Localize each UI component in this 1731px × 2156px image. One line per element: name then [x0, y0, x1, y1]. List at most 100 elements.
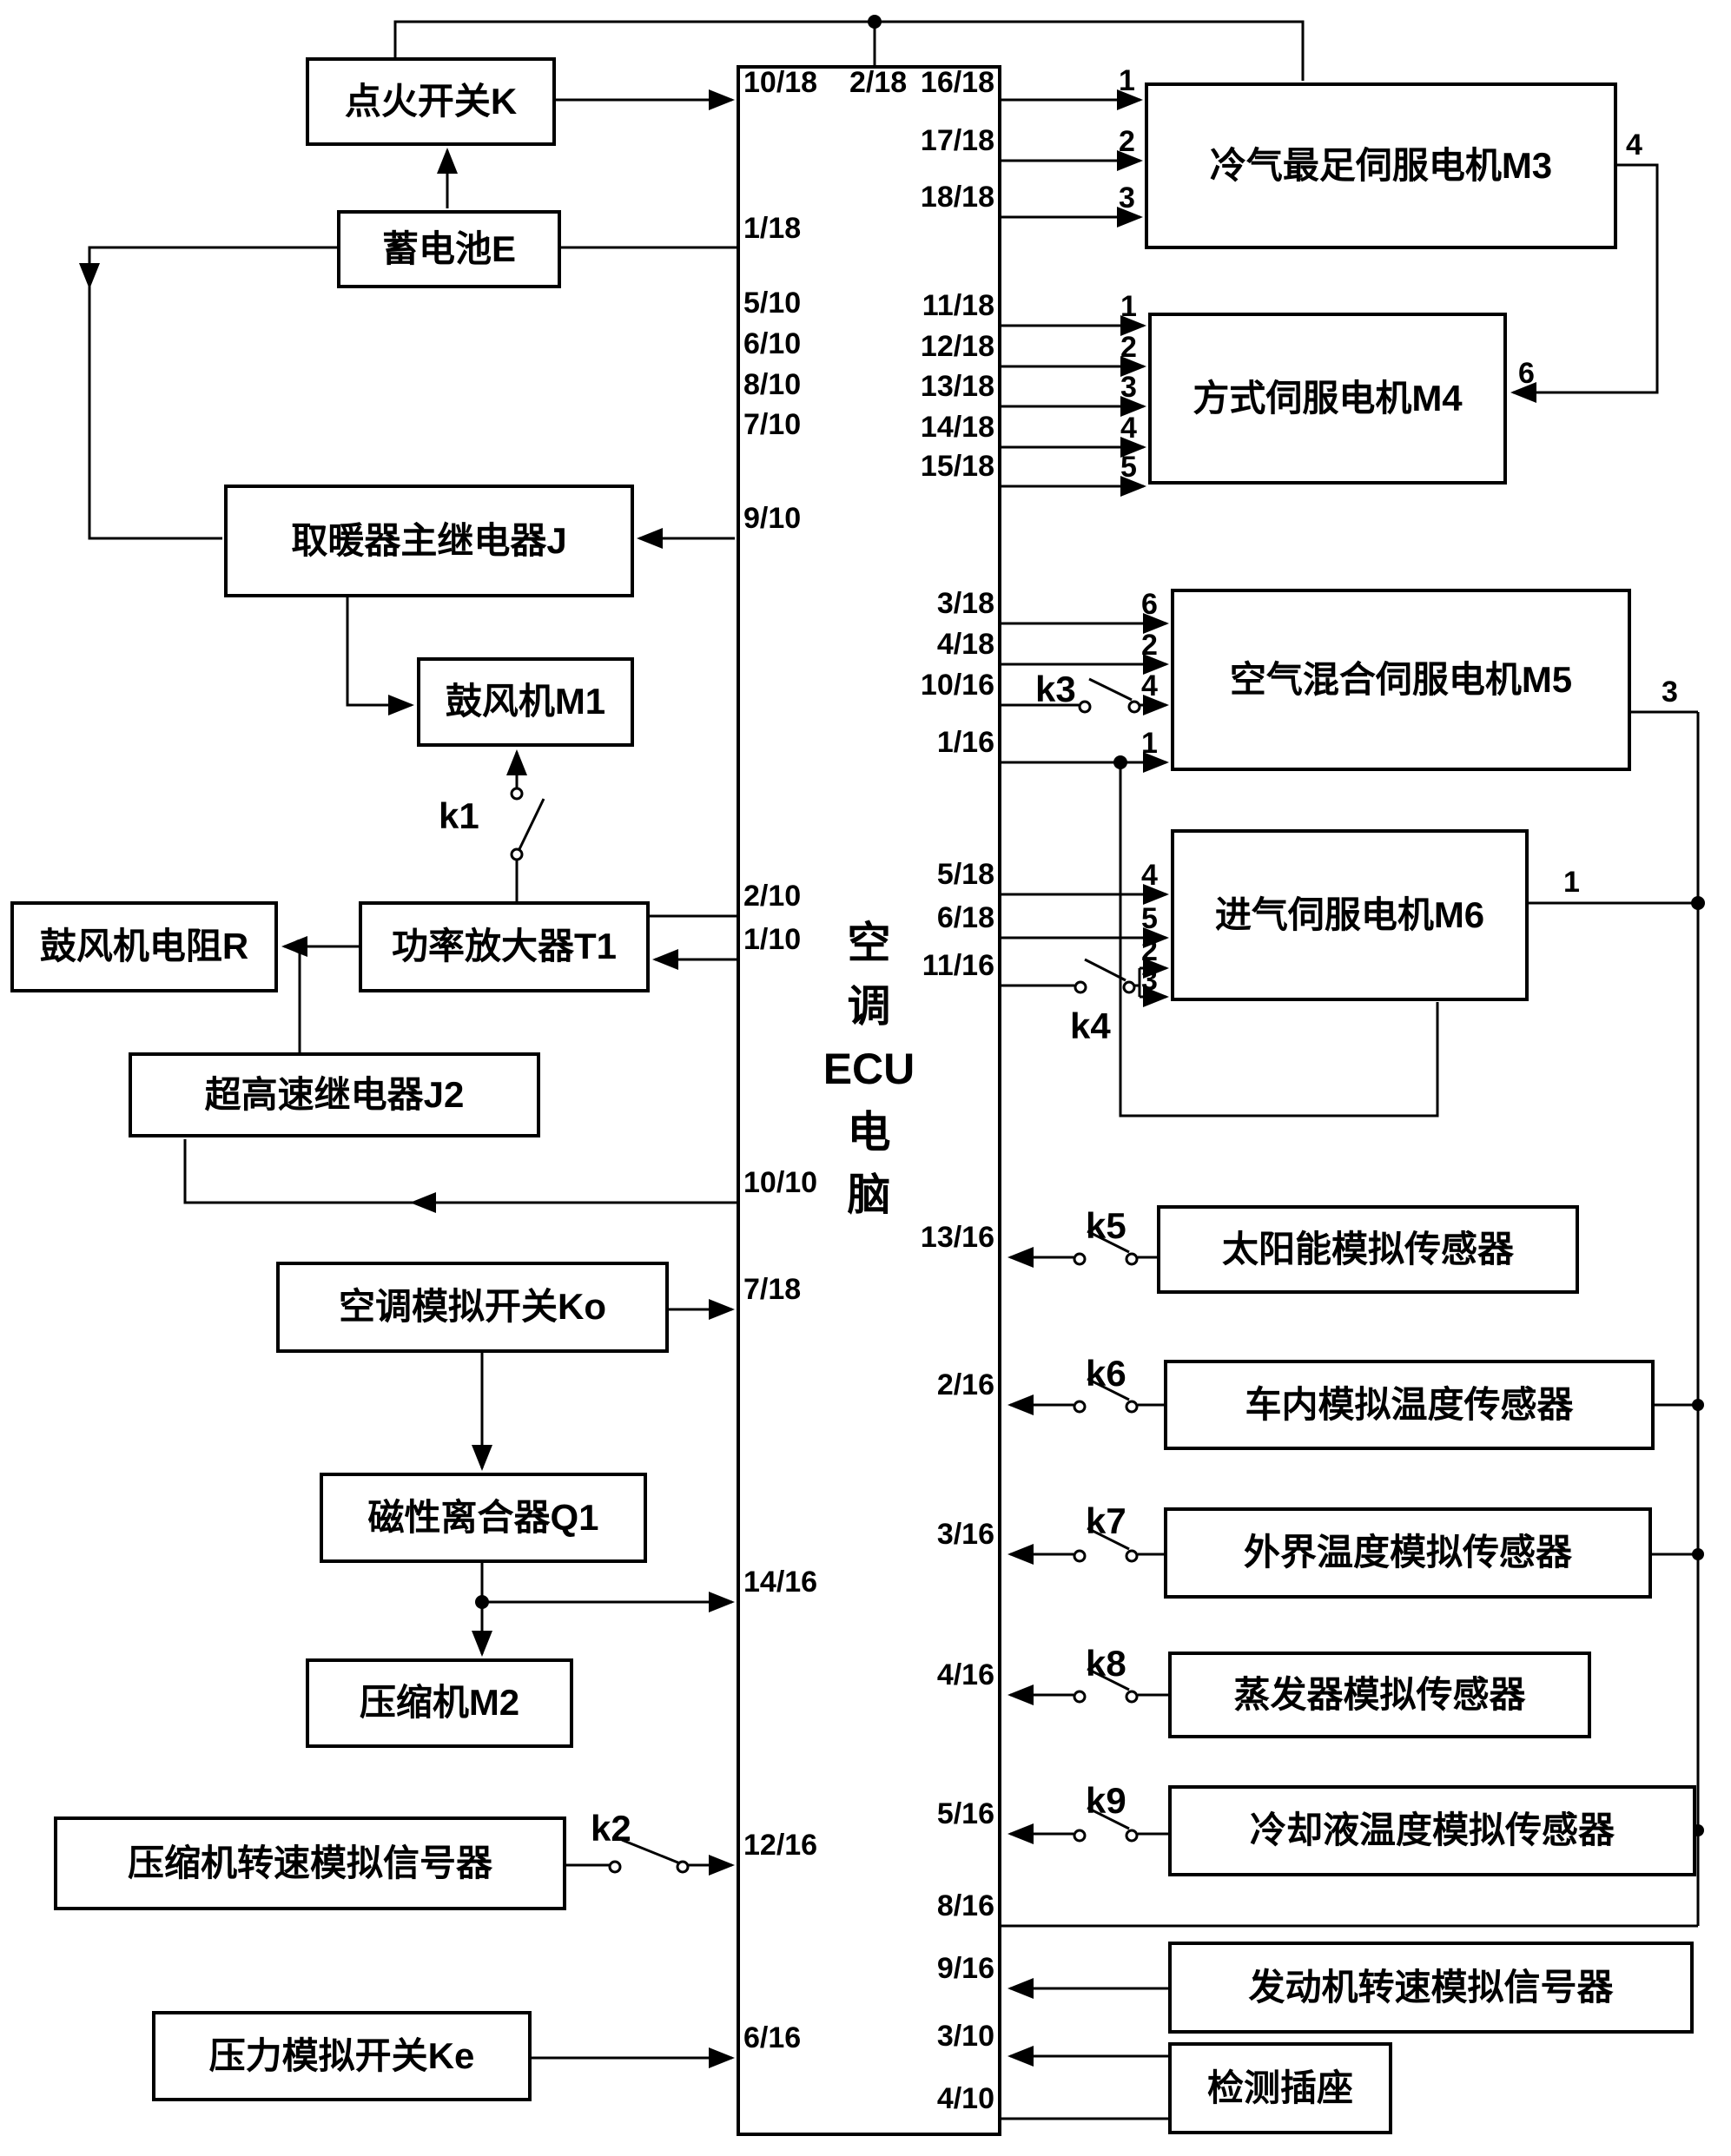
- ecu-pin-3-16: 3/16: [936, 1518, 994, 1551]
- wire-label-m5-2: 2: [1141, 629, 1158, 662]
- k1-label: k1: [439, 795, 479, 836]
- ecu-pin-9-10: 9/10: [743, 502, 802, 535]
- wire-label-m6-1: 1: [1563, 866, 1580, 899]
- wire-label-m6-5: 5: [1141, 902, 1158, 935]
- coolant-temp-sensor-box: 冷却液温度模拟传感器: [1168, 1785, 1696, 1876]
- k5-label: k5: [1086, 1205, 1126, 1246]
- ecu-pin-1-18: 1/18: [743, 212, 802, 245]
- ecu-pin-9-16: 9/16: [936, 1952, 994, 1985]
- k3-contact: [1078, 700, 1092, 714]
- k2-label: k2: [591, 1808, 631, 1849]
- k4-contact: [1074, 980, 1087, 994]
- ac-sim-switch-ko-box: 空调模拟开关Ko: [276, 1262, 669, 1353]
- ecu-pin-16-18: 16/18: [920, 66, 994, 99]
- k5-contact: [1125, 1252, 1139, 1266]
- wire-label-m5-6: 6: [1141, 588, 1158, 621]
- m3-4-to-m4-6: [1510, 163, 1659, 403]
- interior-temp-sensor-box: 车内模拟温度传感器: [1164, 1360, 1655, 1450]
- ecu-pin-1-10: 1/10: [743, 923, 802, 956]
- pressure-sim-switch-ke-box: 压力模拟开关Ke: [152, 2011, 532, 2101]
- ecu-pin-1-16: 1/16: [936, 726, 994, 759]
- servo-m3-box: 冷气最足伺服电机M3: [1145, 82, 1617, 249]
- ecu-pin-5-16: 5/16: [936, 1797, 994, 1830]
- ecu-pin-7-10: 7/10: [743, 408, 802, 441]
- k6-contact: [1073, 1400, 1087, 1414]
- k2-contact: [608, 1860, 622, 1874]
- k3-label: k3: [1035, 669, 1076, 709]
- top-power-rail: [393, 20, 1305, 81]
- solar-sensor-box: 太阳能模拟传感器: [1157, 1205, 1579, 1294]
- wires-group: [79, 20, 1700, 2120]
- ecu-pin-10-16: 10/16: [920, 669, 994, 702]
- wire-label-m3-3: 3: [1119, 181, 1135, 214]
- ecu-pin-6-16: 6/16: [743, 2021, 802, 2054]
- wire-label-m4-5: 5: [1120, 451, 1137, 484]
- wire-label-m3-4: 4: [1626, 129, 1642, 162]
- k2-contact: [676, 1860, 690, 1874]
- blower-m1-box: 鼓风机M1: [417, 657, 634, 747]
- k9-contact: [1125, 1829, 1139, 1843]
- heater-main-relay-box: 取暖器主继电器J: [224, 485, 634, 597]
- ecu-pin-18-18: 18/18: [920, 181, 994, 214]
- k1-contact: [510, 787, 524, 801]
- ecu-pin-5-18: 5/18: [936, 858, 994, 891]
- blower-resistor-box: 鼓风机电阻R: [10, 901, 278, 992]
- ecu-pin-5-10: 5/10: [743, 287, 802, 320]
- ecu-pin-3-10: 3/10: [936, 2020, 994, 2053]
- ecu-pin-14-18: 14/18: [920, 411, 994, 444]
- ecu-pin-13-18: 13/18: [920, 370, 994, 403]
- wire-label-m4-2: 2: [1120, 331, 1137, 364]
- wire-label-m6-4: 4: [1141, 859, 1158, 892]
- k5-contact: [1073, 1252, 1087, 1266]
- ecu-pin-4-10: 4/10: [936, 2082, 994, 2115]
- wire-label-m3-1: 1: [1119, 64, 1135, 97]
- test-socket-box: 检测插座: [1168, 2042, 1392, 2134]
- k9-blade: [1087, 1806, 1130, 1830]
- wire-label-m3-2: 2: [1119, 125, 1135, 158]
- k6-contact: [1125, 1400, 1139, 1414]
- k6-blade: [1087, 1377, 1130, 1401]
- k8-contact: [1073, 1690, 1087, 1704]
- ecu-pin-8-10: 8/10: [743, 368, 802, 401]
- battery-to-heater-relay: [88, 246, 337, 540]
- ecu-10-10-to-j2: [183, 1139, 737, 1204]
- ecu-pin-4-18: 4/18: [936, 628, 994, 661]
- k3-contact: [1127, 700, 1141, 714]
- power-amplifier-t1-box: 功率放大器T1: [359, 901, 650, 992]
- k7-label: k7: [1086, 1500, 1126, 1541]
- k9-contact: [1073, 1829, 1087, 1843]
- ecu-pin-13-16: 13/16: [920, 1221, 994, 1254]
- evaporator-sensor-box: 蒸发器模拟传感器: [1168, 1652, 1591, 1738]
- magnetic-clutch-q1-box: 磁性离合器Q1: [320, 1473, 647, 1563]
- wire-label-m5-3: 3: [1662, 676, 1678, 709]
- k8-label: k8: [1086, 1643, 1126, 1684]
- ecu-pin-10-10: 10/10: [743, 1166, 818, 1199]
- switch-contacts: [510, 700, 1141, 1874]
- engine-speed-signal-box: 发动机转速模拟信号器: [1168, 1942, 1694, 2034]
- ecu-pin-17-18: 17/18: [920, 124, 994, 157]
- ecu-pin-15-18: 15/18: [920, 450, 994, 483]
- k4-blade: [1084, 958, 1126, 982]
- heater-relay-to-blower: [346, 597, 414, 715]
- servo-m6-box: 进气伺服电机M6: [1171, 829, 1529, 1001]
- k4-label: k4: [1070, 1005, 1111, 1046]
- ecu-pin-2-18: 2/18: [849, 66, 908, 99]
- ecu-pin-6-10: 6/10: [743, 327, 802, 360]
- ecu-pin-14-16: 14/16: [743, 1566, 818, 1599]
- k7-contact: [1125, 1549, 1139, 1563]
- k4-contact: [1122, 980, 1136, 994]
- wire-label-m4-4: 4: [1120, 412, 1137, 445]
- ignition-switch-box: 点火开关K: [306, 57, 556, 146]
- ecu-pin-2-10: 2/10: [743, 880, 802, 913]
- servo-m5-box: 空气混合伺服电机M5: [1171, 589, 1631, 771]
- wire-label-m5-4: 4: [1141, 669, 1158, 702]
- outside-temp-sensor-box: 外界温度模拟传感器: [1164, 1507, 1652, 1599]
- k6-label: k6: [1086, 1353, 1126, 1394]
- k9-label: k9: [1086, 1780, 1126, 1821]
- wire-label-m4-3: 3: [1120, 371, 1137, 404]
- wire-label-m5-1: 1: [1141, 727, 1158, 760]
- ecu-pin-12-18: 12/18: [920, 330, 994, 363]
- ecu-pin-7-18: 7/18: [743, 1273, 802, 1306]
- ecu-pin-12-16: 12/16: [743, 1829, 818, 1862]
